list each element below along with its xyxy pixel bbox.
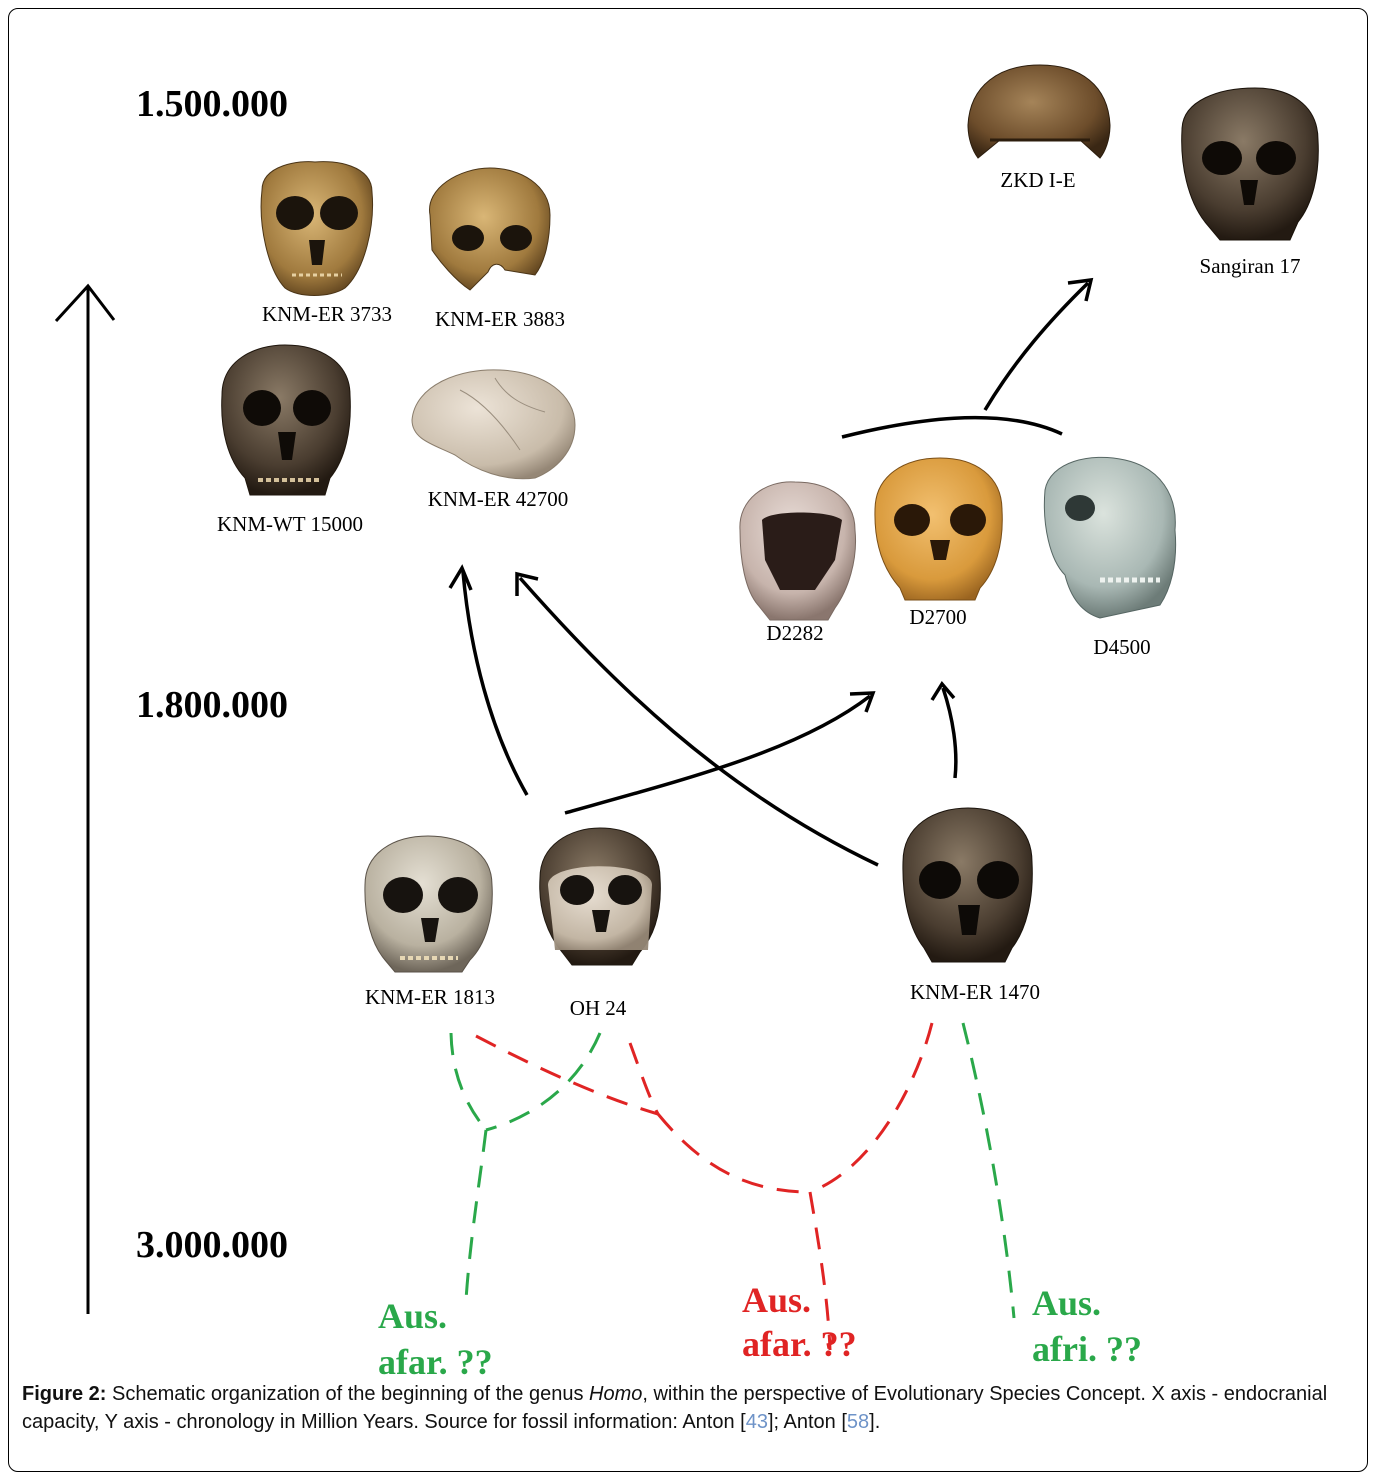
arrowhead-icon bbox=[450, 568, 471, 590]
skull-knm-wt-15000 bbox=[222, 345, 351, 495]
green-dash-aus-afri bbox=[963, 1023, 1014, 1318]
label-d4500: D4500 bbox=[1093, 635, 1150, 659]
arrow-er1470-to-d2700 bbox=[943, 688, 956, 778]
arrow-oh24-to-er42700 bbox=[463, 572, 527, 795]
skull-knm-er-42700 bbox=[412, 370, 575, 479]
caption-text-a: Schematic organization of the beginning … bbox=[106, 1383, 589, 1405]
green-dash-oh24 bbox=[486, 1033, 600, 1130]
skull-knm-er-1470 bbox=[903, 808, 1032, 962]
skull-zkd-i-e bbox=[968, 65, 1110, 158]
label-knm-er-1470: KNM-ER 1470 bbox=[910, 980, 1040, 1004]
green-lineages bbox=[451, 1023, 1014, 1318]
red-lineages bbox=[476, 1023, 932, 1350]
arrow-dmanisi-to-asia bbox=[985, 283, 1088, 410]
ancestor-aus-afar-red-line2: afar. ?? bbox=[742, 1324, 857, 1364]
label-knm-wt-15000: KNM-WT 15000 bbox=[217, 512, 363, 536]
skull-knm-er-3733 bbox=[261, 162, 372, 296]
caption-reference-link-1[interactable]: 43 bbox=[746, 1411, 768, 1433]
arrow-oh24-to-dmanisi bbox=[565, 696, 870, 813]
green-dash-er1813 bbox=[451, 1033, 486, 1130]
skull-knm-er-1813 bbox=[365, 836, 492, 972]
skull-oh-24 bbox=[540, 828, 661, 965]
skull-sangiran-17 bbox=[1182, 88, 1319, 240]
caption-text-d: ]. bbox=[869, 1411, 880, 1433]
time-axis-arrowhead-icon bbox=[56, 286, 114, 321]
label-knm-er-3733: KNM-ER 3733 bbox=[262, 302, 392, 326]
ancestor-aus-afar-green-line2: afar. ?? bbox=[378, 1342, 493, 1382]
label-knm-er-42700: KNM-ER 42700 bbox=[428, 487, 569, 511]
label-sangiran-17: Sangiran 17 bbox=[1200, 254, 1301, 278]
time-axis: 1.500.000 1.800.000 3.000.000 bbox=[56, 83, 288, 1314]
ancestor-aus-afri-line1: Aus. bbox=[1032, 1283, 1101, 1323]
ancestor-aus-afar-green-line1: Aus. bbox=[378, 1296, 447, 1336]
label-oh-24: OH 24 bbox=[570, 996, 627, 1020]
ancestor-aus-afri-line2: afri. ?? bbox=[1032, 1329, 1142, 1369]
caption-italic-genus: Homo bbox=[589, 1383, 642, 1405]
skull-knm-er-3883 bbox=[430, 168, 550, 290]
skull-d2282 bbox=[740, 482, 856, 620]
ancestor-labels: Aus. afar. ?? Aus. afar. ?? Aus. afri. ?… bbox=[378, 1280, 1142, 1382]
red-dash-er1470 bbox=[810, 1023, 932, 1192]
green-dash-aus-afar bbox=[466, 1130, 486, 1300]
label-knm-er-1813: KNM-ER 1813 bbox=[365, 985, 495, 1009]
skull-d2700 bbox=[875, 458, 1002, 600]
caption-reference-link-2[interactable]: 58 bbox=[847, 1411, 869, 1433]
red-dash-oh24 bbox=[630, 1043, 658, 1114]
time-label-1800000: 1.800.000 bbox=[136, 684, 288, 726]
dmanisi-bracket bbox=[842, 418, 1062, 437]
ancestor-aus-afar-red-line1: Aus. bbox=[742, 1280, 811, 1320]
arrow-er1470-to-er42700 bbox=[520, 578, 878, 865]
label-d2282: D2282 bbox=[766, 621, 823, 645]
red-dash-join bbox=[658, 1114, 810, 1192]
figure-caption: Figure 2: Schematic organization of the … bbox=[22, 1380, 1362, 1436]
label-d2700: D2700 bbox=[909, 605, 966, 629]
time-label-1500000: 1.500.000 bbox=[136, 83, 288, 125]
caption-figure-number: Figure 2: bbox=[22, 1383, 106, 1405]
skull-d4500 bbox=[1044, 457, 1175, 618]
caption-text-c: ]; Anton [ bbox=[768, 1411, 847, 1433]
label-knm-er-3883: KNM-ER 3883 bbox=[435, 307, 565, 331]
label-zkd-i-e: ZKD I-E bbox=[1000, 168, 1075, 192]
time-label-3000000: 3.000.000 bbox=[136, 1224, 288, 1266]
